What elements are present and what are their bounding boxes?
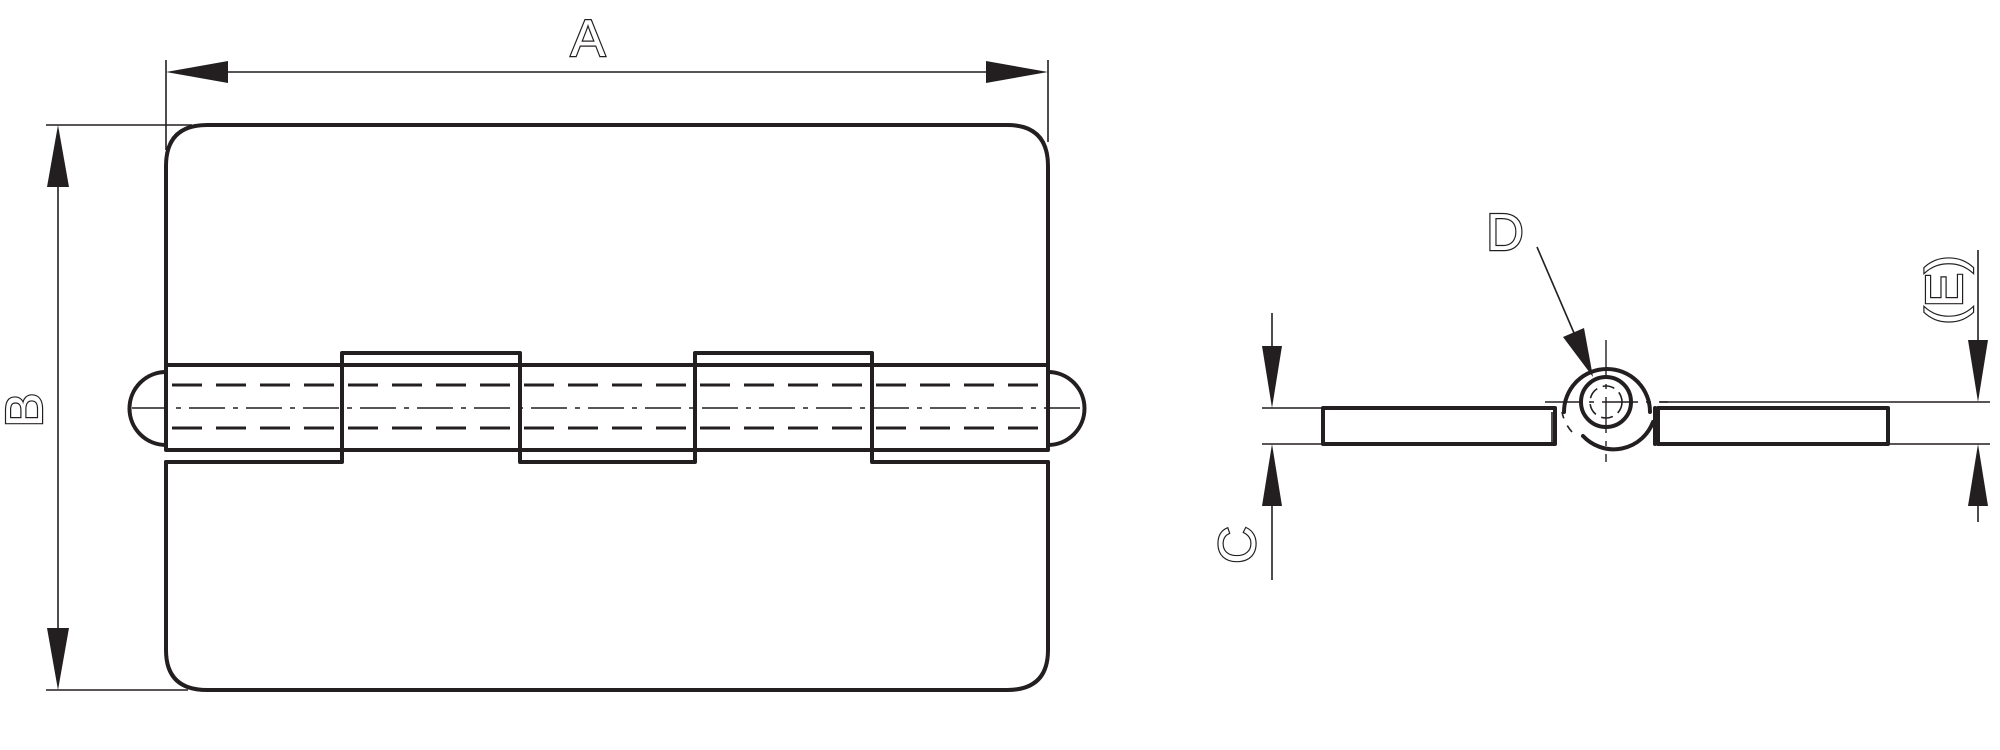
pin-end-right: [1046, 370, 1087, 447]
dimension-d: D: [1485, 203, 1593, 377]
label-c: C: [1209, 526, 1267, 564]
knuckle-top-1: [340, 351, 522, 452]
side-knuckle-lower: [1581, 420, 1655, 452]
pin-end-left: [127, 370, 168, 447]
side-knuckle-hidden: [1561, 411, 1573, 433]
arrowhead-d: [1563, 328, 1593, 377]
arrowhead-e-bottom: [1968, 444, 1988, 506]
side-knuckle-outline: [1562, 367, 1652, 414]
knuckle-bottom-1: [164, 363, 344, 464]
hinge-front-view: [127, 123, 1087, 692]
lower-leaf-outline: [164, 460, 1050, 692]
arrowhead-b-bottom: [47, 628, 69, 690]
arrowhead-e-top: [1968, 340, 1988, 402]
hinge-side-view: [1321, 340, 1890, 462]
dimension-e: (E): [1660, 250, 1990, 522]
dimension-b: B: [0, 124, 192, 691]
label-d: D: [1486, 204, 1524, 262]
arrowhead-b-top: [47, 125, 69, 187]
dimension-a: A: [165, 9, 1049, 150]
label-b: B: [0, 393, 54, 428]
knuckle-top-2: [693, 351, 874, 452]
arrowhead-c-bottom: [1262, 444, 1282, 506]
dimension-c: C: [1208, 313, 1330, 580]
label-a: A: [571, 10, 606, 68]
knuckle-bottom-2: [518, 363, 697, 464]
knuckle-bottom-3: [870, 363, 1050, 464]
arrowhead-c-top: [1262, 346, 1282, 408]
arrowhead-a-right: [986, 61, 1048, 83]
label-e: (E): [1916, 255, 1974, 324]
arrowhead-a-left: [166, 61, 228, 83]
side-leaf-left: [1321, 406, 1557, 446]
side-leaf-right: [1656, 406, 1890, 446]
leader-line-d: [1536, 246, 1575, 334]
upper-leaf-outline: [164, 123, 1050, 367]
